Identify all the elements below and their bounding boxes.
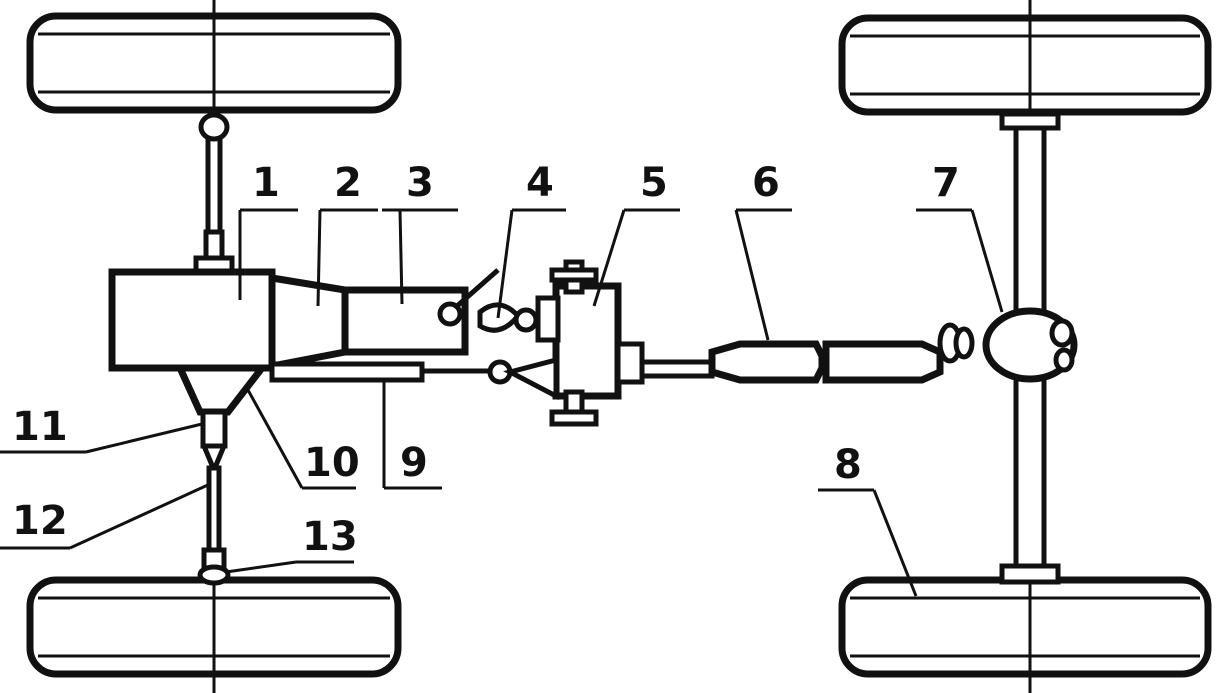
label-2: 2: [334, 160, 362, 206]
label-4: 4: [526, 160, 554, 206]
half-shaft-lower: [197, 409, 231, 586]
label-8: 8: [834, 442, 862, 488]
clutch-housing: [268, 273, 349, 371]
label-11: 11: [12, 404, 68, 450]
label-13: 13: [302, 514, 358, 560]
engine-sump-housing: [174, 364, 270, 416]
propeller-shaft: [639, 322, 975, 384]
label-7: 7: [932, 160, 960, 206]
label-12: 12: [12, 498, 68, 544]
half-shaft-upper: [193, 112, 235, 275]
label-6: 6: [752, 160, 780, 206]
final-drive-unit: [503, 259, 645, 427]
label-1: 1: [252, 160, 280, 206]
drive-tube: [269, 361, 425, 383]
label-5: 5: [640, 160, 668, 206]
label-9: 9: [400, 440, 428, 486]
label-3: 3: [406, 160, 434, 206]
rear-axle: [982, 111, 1078, 585]
leader-lines: [0, 208, 1004, 597]
wheel-rear-right: [838, 576, 1212, 678]
label-10: 10: [304, 440, 360, 486]
wheel-front-right: [838, 14, 1212, 116]
engine-block: [108, 268, 276, 372]
